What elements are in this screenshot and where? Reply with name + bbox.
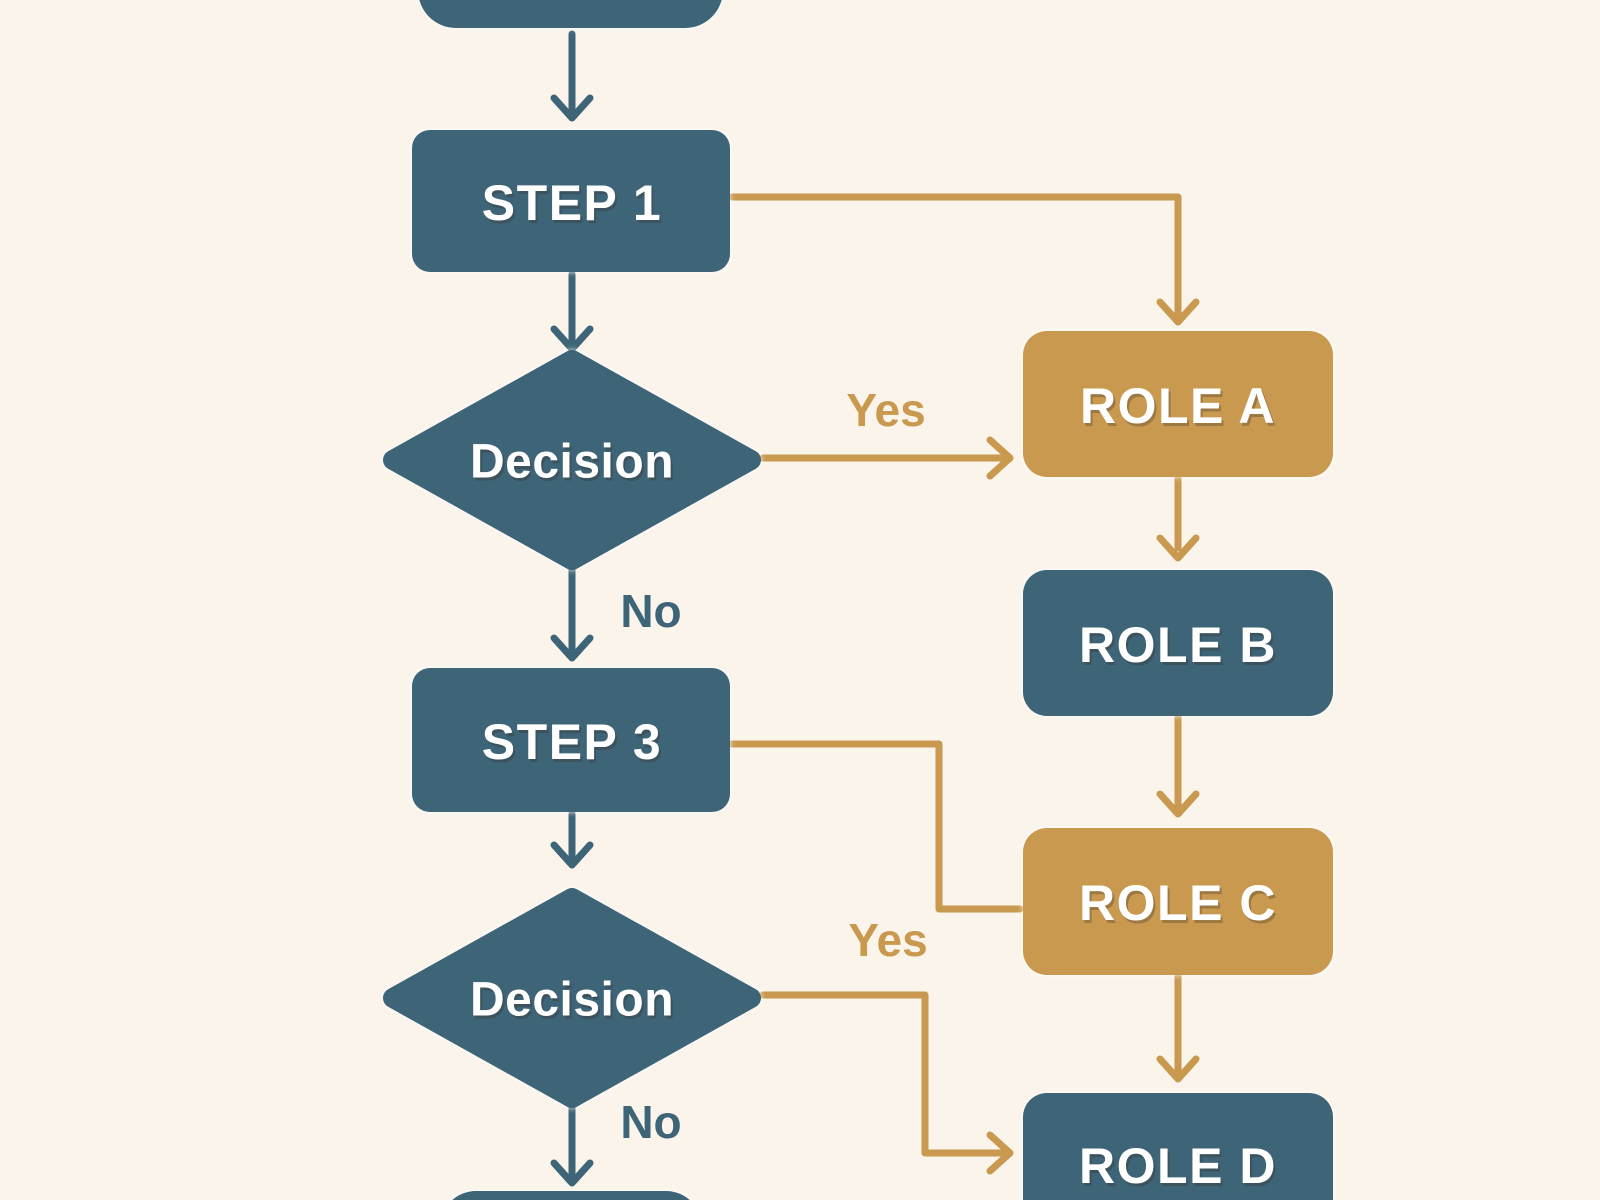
node-decision2: Decision bbox=[383, 888, 761, 1108]
edge-roleB-roleC bbox=[1156, 713, 1200, 818]
edge-step1-decision1 bbox=[550, 270, 594, 353]
edge-start-step1 bbox=[550, 30, 594, 122]
decision2-yes-label: Yes bbox=[848, 914, 927, 966]
end-terminator-shape bbox=[452, 1191, 690, 1200]
edge-decision2-roleD-yes bbox=[759, 991, 1014, 1175]
decision2-no-label: No bbox=[620, 1096, 681, 1148]
step3-label: STEP 3 bbox=[482, 714, 662, 770]
step3-shape bbox=[412, 668, 730, 812]
edge-decision2-end-no bbox=[550, 1102, 594, 1187]
node-start-terminator bbox=[419, 0, 722, 28]
nodes: STEP 1 Decision STEP 3 Decision ROLE A bbox=[383, 0, 1333, 1200]
edge-step3-decision2 bbox=[550, 810, 594, 869]
edge-decision1-step3-no bbox=[550, 566, 594, 662]
edge-decision1-roleA-yes bbox=[759, 436, 1014, 480]
connectors bbox=[550, 30, 1200, 1187]
node-role-b: ROLE B bbox=[1023, 570, 1333, 716]
decision1-label: Decision bbox=[470, 436, 674, 489]
step1-label: STEP 1 bbox=[482, 175, 662, 231]
role-c-shape bbox=[1023, 828, 1333, 975]
edge-roleC-roleD bbox=[1156, 972, 1200, 1083]
role-a-label: ROLE A bbox=[1080, 378, 1276, 434]
node-end-terminator bbox=[452, 1191, 690, 1200]
role-d-label: ROLE D bbox=[1079, 1138, 1277, 1194]
node-role-d: ROLE D bbox=[1023, 1093, 1333, 1200]
decision2-label: Decision bbox=[470, 974, 674, 1027]
role-d-shape bbox=[1023, 1093, 1333, 1200]
decision2-shape bbox=[383, 888, 761, 1108]
edge-step1-roleA bbox=[728, 193, 1200, 326]
node-role-a: ROLE A bbox=[1023, 331, 1333, 477]
decision1-yes-label: Yes bbox=[846, 384, 925, 436]
role-b-shape bbox=[1023, 570, 1333, 716]
edge-labels: Yes No Yes No bbox=[620, 384, 927, 1148]
decision1-no-label: No bbox=[620, 585, 681, 637]
role-a-shape bbox=[1023, 331, 1333, 477]
node-role-c: ROLE C bbox=[1023, 828, 1333, 975]
edge-roleA-roleB bbox=[1156, 474, 1200, 562]
step1-shape bbox=[412, 130, 730, 272]
node-decision1: Decision bbox=[383, 350, 761, 570]
role-b-label: ROLE B bbox=[1079, 617, 1277, 673]
edge-step3-roleC bbox=[728, 740, 1024, 913]
node-step3: STEP 3 bbox=[412, 668, 730, 812]
role-c-label: ROLE C bbox=[1079, 875, 1277, 931]
start-terminator-shape bbox=[419, 0, 722, 28]
decision1-shape bbox=[383, 350, 761, 570]
node-step1: STEP 1 bbox=[412, 130, 730, 272]
